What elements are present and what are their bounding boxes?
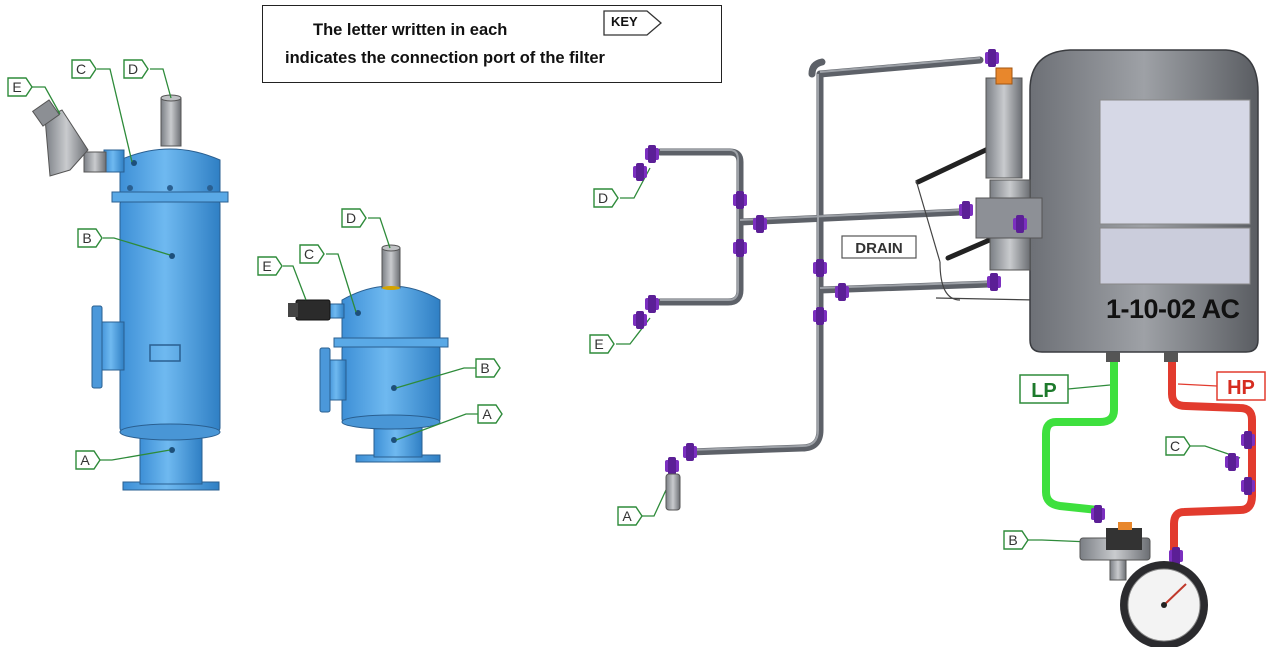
callout-letter-c: C — [1170, 438, 1180, 454]
tubing — [656, 56, 994, 456]
key-box: The letter written in each indicates the… — [262, 5, 722, 83]
callout-lines — [30, 68, 1241, 543]
callout-tag — [299, 244, 325, 264]
callout-letter-d: D — [598, 190, 608, 206]
key-line-1: The letter written in each — [313, 21, 508, 39]
callout-letter-d: D — [346, 210, 356, 226]
valve-manifold — [975, 67, 1043, 271]
callout-tag — [341, 208, 367, 228]
callout-tag — [71, 59, 97, 79]
control-box — [1029, 49, 1259, 362]
callout-tag — [75, 450, 101, 470]
callout-tag — [7, 77, 33, 97]
callout-letter-a: A — [80, 452, 90, 468]
key-tag — [603, 10, 662, 36]
callout-tag — [475, 358, 501, 378]
hp-line — [1168, 362, 1256, 552]
strainer — [665, 473, 681, 511]
filter-large — [31, 94, 229, 491]
lp-line — [1042, 362, 1118, 514]
callout-tags: E C D B A E C D B A D E A B C — [7, 59, 1191, 550]
callout-tag — [589, 334, 615, 354]
callout-letter-c: C — [304, 246, 314, 262]
callout-letter-e: E — [594, 336, 603, 352]
filter-small — [288, 244, 449, 463]
drain-label-box — [841, 235, 917, 259]
callout-letter-e: E — [12, 79, 21, 95]
drain-label: DRAIN — [855, 240, 903, 257]
callout-tag — [257, 256, 283, 276]
callout-letter-c: C — [76, 61, 86, 77]
callout-tag — [123, 59, 149, 79]
callout-tag — [477, 404, 503, 424]
callout-tag — [1165, 436, 1191, 456]
callout-tag — [617, 506, 643, 526]
callout-letter-a: A — [622, 508, 632, 524]
hp-label: HP — [1227, 377, 1255, 399]
callout-letter-b: B — [1008, 532, 1017, 548]
callout-tag — [77, 228, 103, 248]
tubing-highlight — [660, 57, 991, 451]
gauge-assembly — [1079, 431, 1255, 647]
callout-letter-b: B — [480, 360, 489, 376]
callout-tag — [1003, 530, 1029, 550]
callout-letter-e: E — [262, 258, 271, 274]
callout-letter-b: B — [82, 230, 91, 246]
callout-tag — [593, 188, 619, 208]
fittings — [633, 49, 1027, 475]
callout-letter-a: A — [482, 406, 492, 422]
lp-label: LP — [1031, 380, 1057, 402]
key-line-2: indicates the connection port of the fil… — [285, 49, 605, 67]
device-label: 1-10-02 AC — [1106, 294, 1240, 324]
callout-letter-d: D — [128, 61, 138, 77]
